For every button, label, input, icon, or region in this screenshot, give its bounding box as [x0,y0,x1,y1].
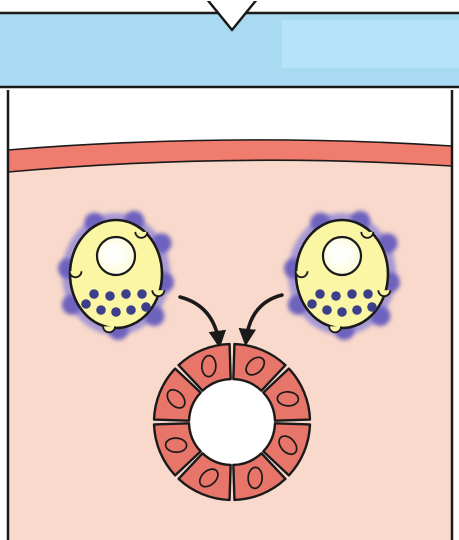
vesicle [111,307,121,317]
lumen [191,381,274,464]
banner-notch-cover [205,0,259,1]
vesicle [337,307,347,317]
membrane-pocket [135,232,147,238]
vesicle [322,305,332,315]
vesicle [96,305,106,315]
vesicle [331,291,341,301]
vesicle [352,305,362,315]
vesicle [137,289,147,299]
membrane-pocket [152,290,164,296]
banner-highlight [282,20,459,68]
vesicle [105,291,115,301]
nucleus-shine [328,242,352,266]
vesicle [126,305,136,315]
membrane-pocket [70,271,82,277]
membrane-pocket [296,271,308,277]
vesicle [141,302,151,312]
vesicle [315,289,325,299]
vesicle [347,289,357,299]
membrane-pocket [378,290,390,296]
membrane-pocket [361,232,373,238]
nucleus-shine [102,242,126,266]
membrane-pocket [329,326,341,332]
membrane-pocket [103,326,115,332]
vesicle [367,302,377,312]
vesicle [307,299,317,309]
vesicle [89,289,99,299]
vesicle [121,289,131,299]
vesicle [363,289,373,299]
vesicle [81,299,91,309]
